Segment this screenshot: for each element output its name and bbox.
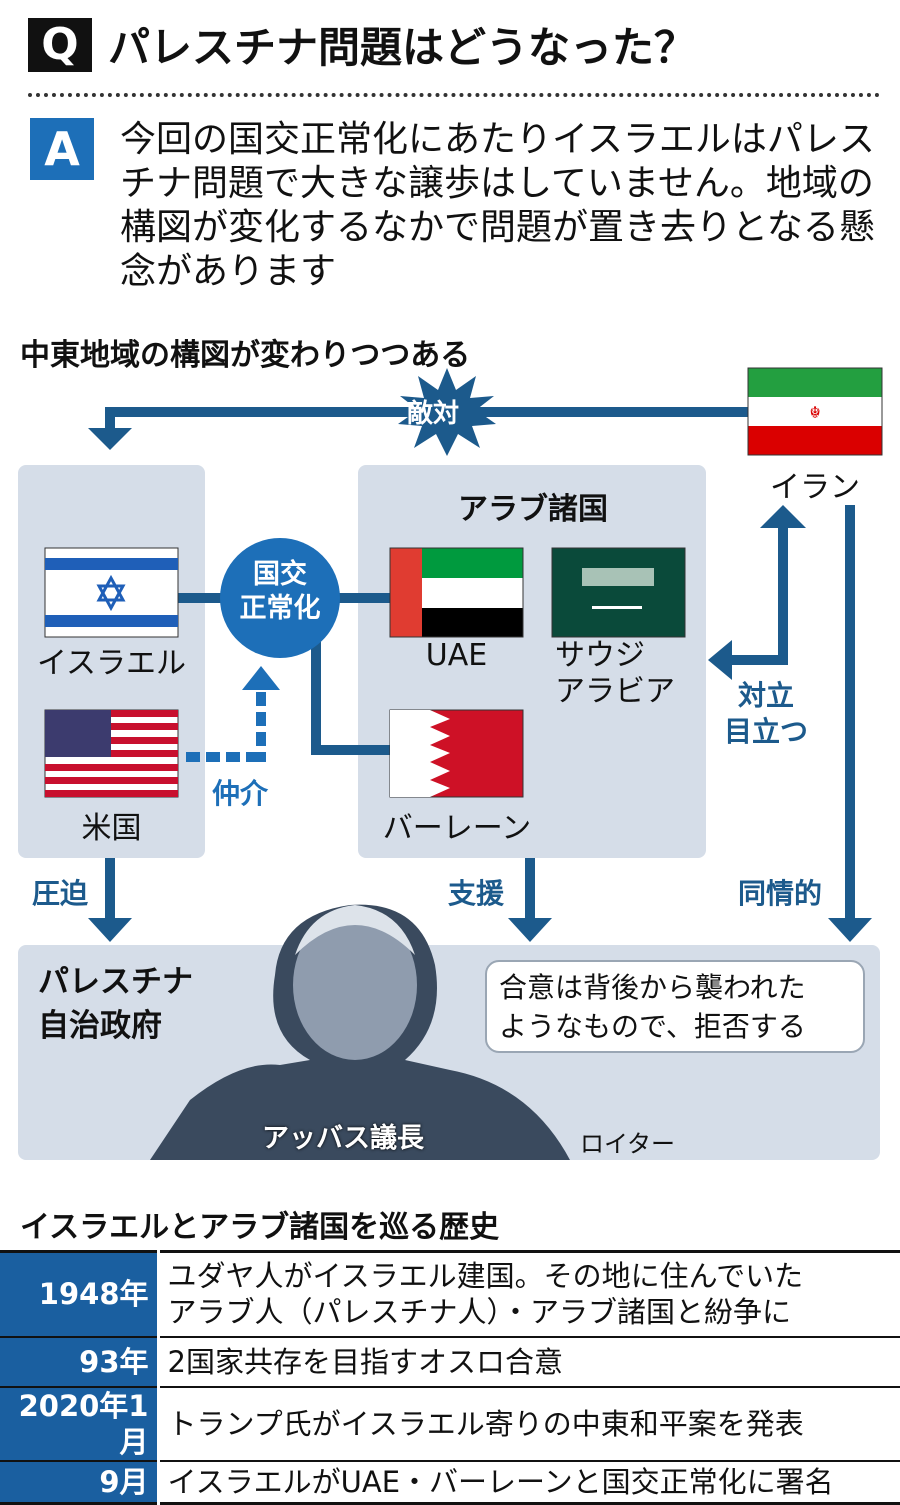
arab-title: アラブ諸国 xyxy=(360,484,706,528)
event-line: アラブ人（パレスチナ人）・アラブ諸国と紛争に xyxy=(168,1294,900,1330)
saudi-flag xyxy=(552,548,685,637)
pa-label: パレスチナ 自治政府 xyxy=(38,960,193,1048)
history-title: イスラエルとアラブ諸国を巡る歴史 xyxy=(20,1202,499,1246)
quote-bubble: 合意は背後から襲われた ようなもので、拒否する xyxy=(485,960,865,1053)
conflict-line-2: 目立つ xyxy=(724,714,808,750)
table-row: 1948年ユダヤ人がイスラエル建国。その地に住んでいたアラブ人（パレスチナ人）・… xyxy=(0,1252,900,1337)
conflict-label: 対立 目立つ xyxy=(724,678,808,750)
israel-label: イスラエル xyxy=(20,638,203,682)
photo-caption: アッバス議長 xyxy=(262,1116,424,1155)
conflict-arrow xyxy=(778,525,788,665)
bahrain-flag xyxy=(390,710,523,797)
uae-flag xyxy=(390,548,523,637)
saudi-line-1: サウジ xyxy=(555,638,675,674)
iran-flag: ☬ xyxy=(748,368,882,455)
saudi-line-2: アラビア xyxy=(555,674,675,710)
us-flag xyxy=(45,710,178,797)
hostility-label: 敵対 xyxy=(407,393,459,430)
table-row: 2020年1月トランプ氏がイスラエル寄りの中東和平案を発表 xyxy=(0,1387,900,1461)
table-row: 9月イスラエルがUAE・バーレーンと国交正常化に署名 xyxy=(0,1461,900,1504)
pa-line-1: パレスチナ xyxy=(38,960,193,1004)
date-cell: 1948年 xyxy=(0,1252,158,1337)
sympathy-arrow xyxy=(845,505,855,920)
support-label: 支援 xyxy=(448,872,504,912)
event-cell: イスラエルがUAE・バーレーンと国交正常化に署名 xyxy=(158,1461,900,1504)
photo-credit: ロイター xyxy=(580,1124,675,1159)
normalization-line-1: 国交 xyxy=(226,558,334,592)
conflict-line-1: 対立 xyxy=(724,678,808,714)
bahrain-label: バーレーン xyxy=(372,803,542,847)
oppression-arrow xyxy=(105,858,115,920)
normalization-label: 国交 正常化 xyxy=(226,558,334,626)
saudi-label: サウジ アラビア xyxy=(555,638,675,710)
oppression-label: 圧迫 xyxy=(32,872,88,912)
event-line: ユダヤ人がイスラエル建国。その地に住んでいた xyxy=(168,1258,900,1294)
support-arrow xyxy=(525,858,535,920)
date-cell: 2020年1月 xyxy=(0,1387,158,1461)
history-table: 1948年ユダヤ人がイスラエル建国。その地に住んでいたアラブ人（パレスチナ人）・… xyxy=(0,1250,900,1505)
uae-label: UAE xyxy=(390,638,523,673)
pa-line-2: 自治政府 xyxy=(38,1004,193,1048)
date-cell: 93年 xyxy=(0,1337,158,1387)
date-cell: 9月 xyxy=(0,1461,158,1504)
svg-text:☬: ☬ xyxy=(809,403,820,422)
israel-flag xyxy=(45,548,178,637)
quote-line-1: 合意は背後から襲われた xyxy=(499,968,851,1007)
arrow-head xyxy=(88,428,132,450)
normalization-line-2: 正常化 xyxy=(226,592,334,626)
event-cell: トランプ氏がイスラエル寄りの中東和平案を発表 xyxy=(158,1387,900,1461)
event-cell: ユダヤ人がイスラエル建国。その地に住んでいたアラブ人（パレスチナ人）・アラブ諸国… xyxy=(158,1252,900,1337)
diagram-arrows: ☬ xyxy=(0,0,900,1250)
event-cell: 2国家共存を目指すオスロ合意 xyxy=(158,1337,900,1387)
quote-line-2: ようなもので、拒否する xyxy=(499,1007,851,1046)
sympathetic-label: 同情的 xyxy=(738,872,822,912)
us-label: 米国 xyxy=(20,803,203,847)
mediation-label: 仲介 xyxy=(212,772,268,812)
iran-label: イラン xyxy=(748,462,882,506)
